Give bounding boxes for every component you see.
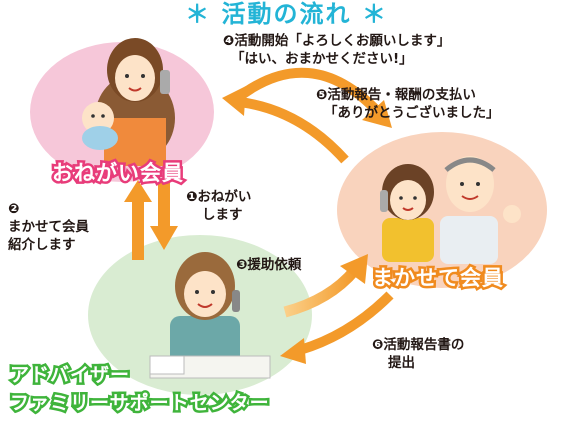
step2-line3: 紹介します [8,237,76,253]
arrow-step5 [239,97,349,164]
arrow-step3 [283,266,360,318]
requester-member-label: おねがい会員 [50,159,186,188]
diagram-title: ＊ 活動の流れ ＊ [185,0,388,28]
step1-label: ❶おねがい します [186,188,251,224]
adviser-illustration [149,252,271,379]
step3-label: ❸援助依頼 [236,256,301,274]
arrow-step6-head [280,338,306,364]
step1-line2: します [202,207,243,223]
arrow-step3-head [340,254,368,284]
step6-label: ❻活動報告書の 提出 [372,336,464,372]
step5-line1: ❺活動報告・報酬の支払い [316,87,476,103]
arrow-step1 [158,180,170,228]
helper-member-label: まかせて会員 [370,264,506,293]
helper-couple-illustration [380,156,521,264]
adviser-label: アドバイザー [7,362,131,389]
family-support-center-label: ファミリーサポートセンター [8,390,272,417]
arrow-step1-head [150,226,178,250]
mother-with-baby-illustration [82,38,175,166]
step6-line2: 提出 [388,355,415,371]
arrow-step6 [298,291,394,355]
step5-line2: 「ありがとうございました」 [324,105,500,121]
step2-line1: ❷ [8,201,20,217]
step4-line1: ❹活動開始「よろしくお願いします」 [223,33,451,49]
step6-line1: ❻活動報告書の [372,337,465,353]
arrow-step2-head [124,180,152,202]
step5-label: ❺活動報告・報酬の支払い 「ありがとうございました」 [316,86,500,122]
step2-label: ❷ まかせて会員 紹介します [8,200,89,254]
arrow-step4-head [362,100,392,128]
step3-line1: ❸援助依頼 [236,257,302,273]
arrow-step2 [132,200,144,260]
arrow-step5-head [222,86,246,116]
step4-line2: 「はい、おまかせください!」 [231,51,413,67]
step4-label: ❹活動開始「よろしくお願いします」 「はい、おまかせください!」 [223,32,450,68]
step1-line1: ❶おねがい [186,189,252,205]
step2-line2: まかせて会員 [8,219,89,235]
arrow-step4 [231,67,382,116]
